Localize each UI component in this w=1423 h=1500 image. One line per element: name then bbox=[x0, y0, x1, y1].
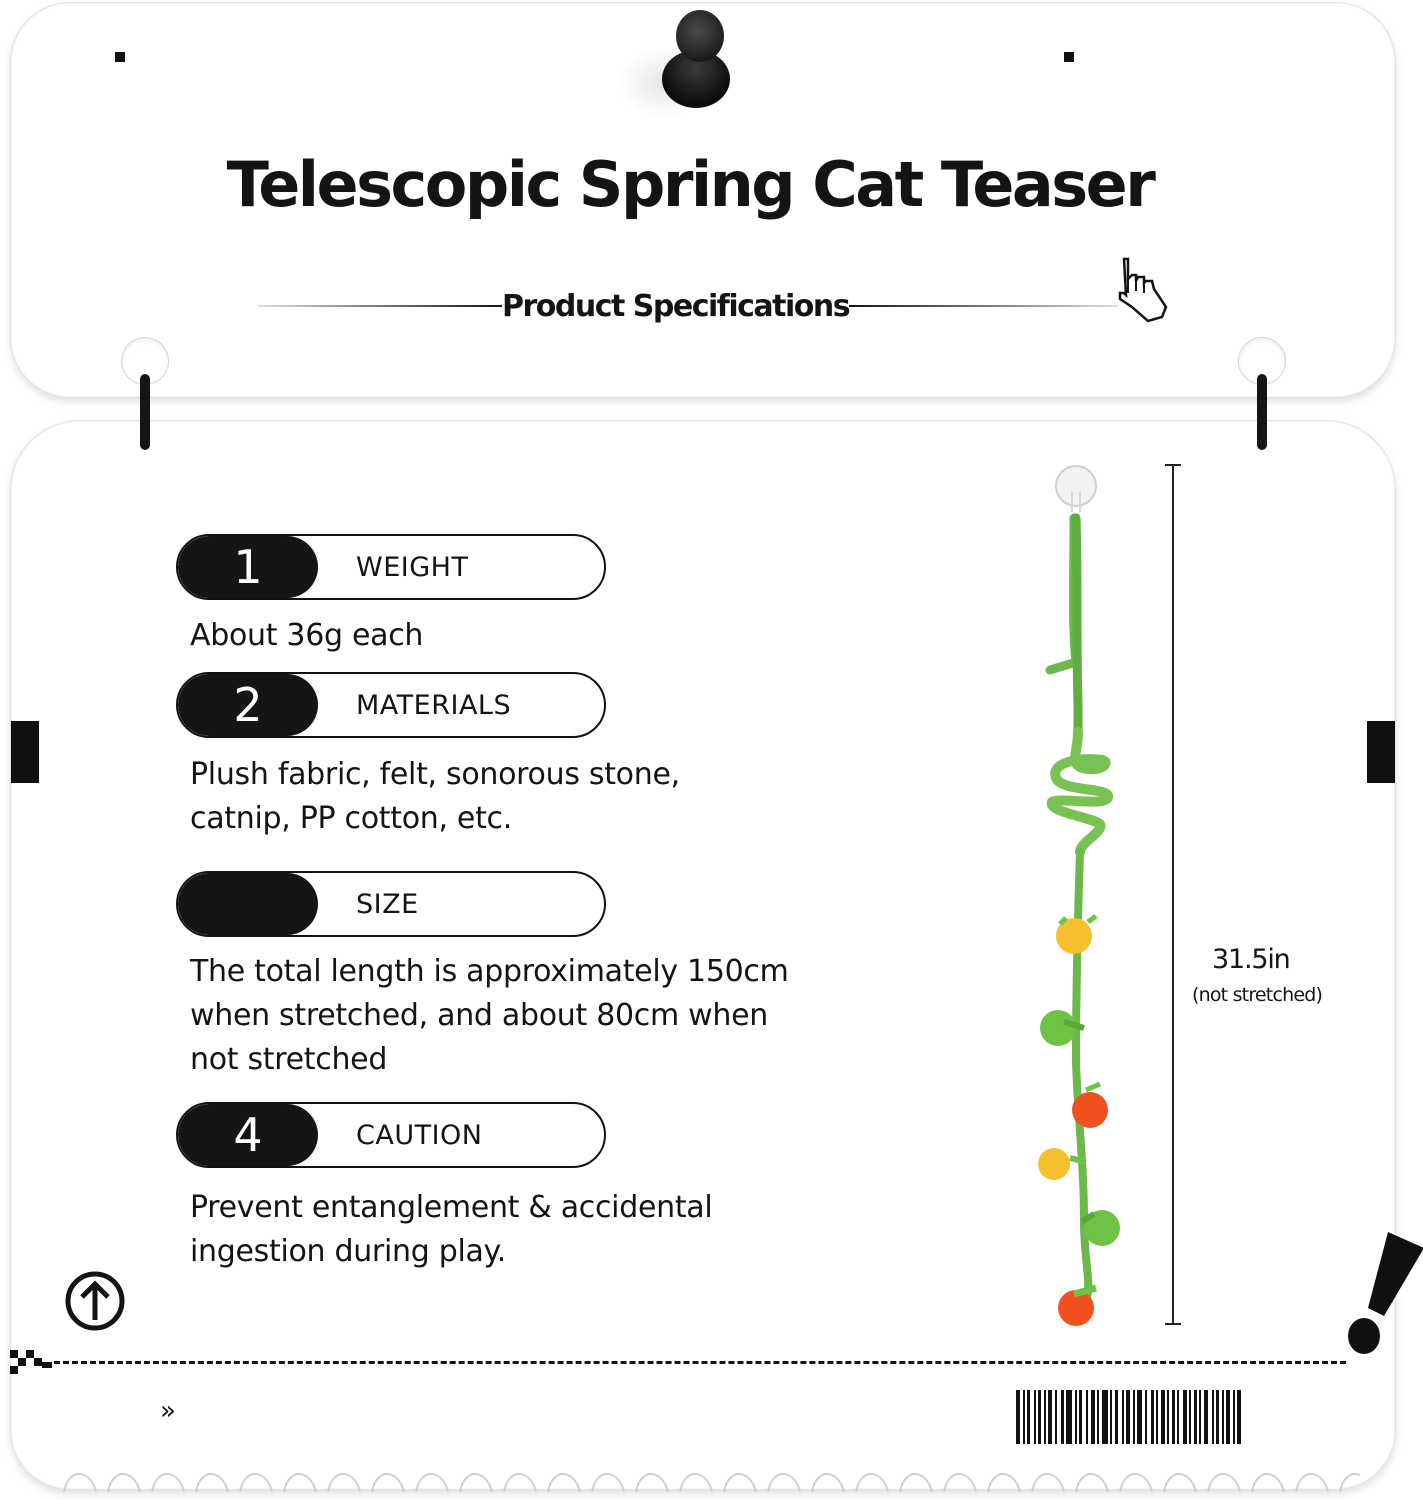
dimension-cap bbox=[1165, 1323, 1181, 1325]
spec-description-materials: Plush fabric, felt, sonorous stone, catn… bbox=[190, 753, 680, 841]
description-line: ingestion during play. bbox=[190, 1234, 506, 1269]
corner-mark bbox=[115, 52, 125, 62]
spec-header-size: SIZE bbox=[176, 871, 606, 937]
side-tab bbox=[11, 721, 39, 783]
description-line: The total length is approximately 150cm bbox=[190, 954, 789, 989]
dimension-cap bbox=[1165, 464, 1181, 466]
side-tab bbox=[1367, 721, 1395, 783]
pushpin-icon bbox=[618, 10, 732, 118]
exclamation-icon bbox=[1348, 1232, 1423, 1354]
binder-ring bbox=[140, 374, 150, 450]
divider-line bbox=[258, 305, 502, 307]
spec-label: MATERIALS bbox=[356, 689, 512, 721]
page-title: Telescopic Spring Cat Teaser bbox=[226, 148, 1156, 221]
corner-mark bbox=[1064, 52, 1074, 62]
chevrons-icon: » bbox=[160, 1396, 176, 1426]
dimension-value: 31.5in bbox=[1212, 944, 1291, 975]
dimension-note: (not stretched) bbox=[1192, 984, 1323, 1006]
spec-number: 4 bbox=[178, 1104, 318, 1166]
cat-teaser-illustration bbox=[1038, 465, 1120, 1326]
spec-number: 2 bbox=[178, 674, 318, 736]
barcode-icon bbox=[1016, 1390, 1332, 1444]
binder-ring bbox=[1257, 374, 1267, 450]
spec-description-weight: About 36g each bbox=[190, 614, 423, 658]
spec-label: CAUTION bbox=[356, 1119, 483, 1151]
spec-number bbox=[178, 873, 318, 935]
spec-description-size: The total length is approximately 150cm … bbox=[190, 950, 789, 1082]
description-line: catnip, PP cotton, etc. bbox=[190, 801, 512, 836]
subtitle-row: Product Specifications bbox=[258, 284, 1118, 328]
description-line: About 36g each bbox=[190, 618, 424, 653]
description-line: when stretched, and about 80cm when bbox=[190, 998, 768, 1033]
scalloped-edge bbox=[60, 1462, 1360, 1492]
description-line: Plush fabric, felt, sonorous stone, bbox=[190, 757, 680, 792]
spec-header-materials: 2 MATERIALS bbox=[176, 672, 606, 738]
spec-number: 1 bbox=[178, 536, 318, 598]
checker-icon bbox=[10, 1350, 52, 1374]
section-subtitle: Product Specifications bbox=[502, 288, 851, 324]
dashed-divider bbox=[54, 1361, 1346, 1364]
divider-line bbox=[849, 305, 1118, 307]
description-line: Prevent entanglement & accidental bbox=[190, 1190, 713, 1225]
spec-label: WEIGHT bbox=[356, 551, 469, 583]
spec-header-weight: 1 WEIGHT bbox=[176, 534, 606, 600]
dimension-line bbox=[1172, 464, 1174, 1324]
description-line: not stretched bbox=[190, 1042, 388, 1077]
spec-description-caution: Prevent entanglement & accidental ingest… bbox=[190, 1186, 713, 1274]
up-arrow-circle-icon bbox=[65, 1271, 125, 1331]
spec-header-caution: 4 CAUTION bbox=[176, 1102, 606, 1168]
spec-label: SIZE bbox=[356, 888, 419, 920]
hand-cursor-icon bbox=[1118, 257, 1168, 323]
